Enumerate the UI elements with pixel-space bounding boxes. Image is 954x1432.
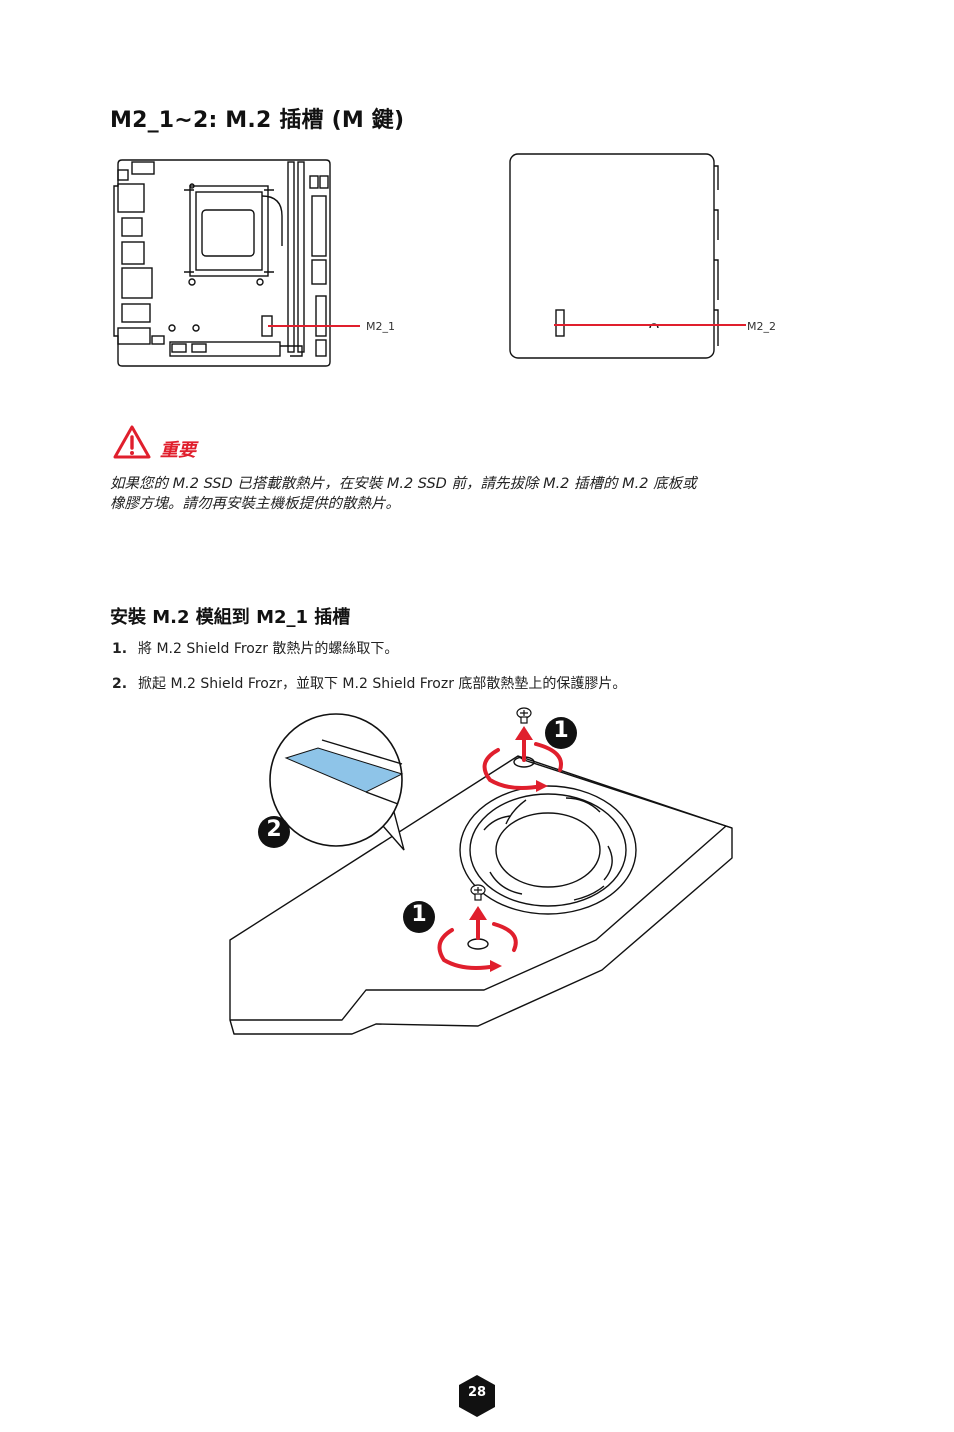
screw-icon	[516, 707, 532, 724]
callout-number: 2	[266, 817, 282, 842]
step-1: 1. 將 M.2 Shield Frozr 散熱片的螺絲取下。	[112, 638, 398, 658]
motherboard-back-diagram	[509, 153, 746, 359]
important-note-line: 橡膠方塊。請勿再安裝主機板提供的散熱片。	[110, 496, 400, 512]
m2-1-label: M2_1	[366, 320, 395, 333]
motherboard-front-diagram	[113, 159, 360, 367]
callout-1-top	[545, 717, 577, 749]
important-title: 重要	[160, 440, 196, 461]
shield-frozr-illustration	[229, 707, 733, 1035]
callout-number: 1	[411, 902, 427, 927]
callout-1-bottom	[403, 901, 435, 933]
screw-icon	[470, 884, 486, 901]
step-2: 2. 掀起 M.2 Shield Frozr，並取下 M.2 Shield Fro…	[112, 673, 626, 693]
step-number: 1.	[112, 641, 128, 657]
page-title: M2_1~2: M.2 插槽 (M 鍵)	[110, 108, 405, 133]
section-title: 安裝 M.2 模組到 M2_1 插槽	[110, 607, 351, 628]
step-number: 2.	[112, 676, 128, 692]
page-number: 28	[467, 1385, 487, 1400]
warning-triangle-icon	[113, 425, 151, 459]
page-number-badge	[459, 1375, 495, 1417]
important-note-line: 如果您的 M.2 SSD 已搭載散熱片，在安裝 M.2 SSD 前，請先拔除 M…	[110, 476, 697, 492]
protective-film-zoom	[269, 713, 405, 851]
important-note: 如果您的 M.2 SSD 已搭載散熱片，在安裝 M.2 SSD 前，請先拔除 M…	[110, 474, 850, 514]
m2-2-label: M2_2	[747, 320, 776, 333]
callout-number: 1	[553, 718, 569, 743]
step-text: 掀起 M.2 Shield Frozr，並取下 M.2 Shield Frozr…	[138, 676, 627, 692]
step-text: 將 M.2 Shield Frozr 散熱片的螺絲取下。	[138, 641, 399, 657]
callout-2	[258, 816, 290, 848]
